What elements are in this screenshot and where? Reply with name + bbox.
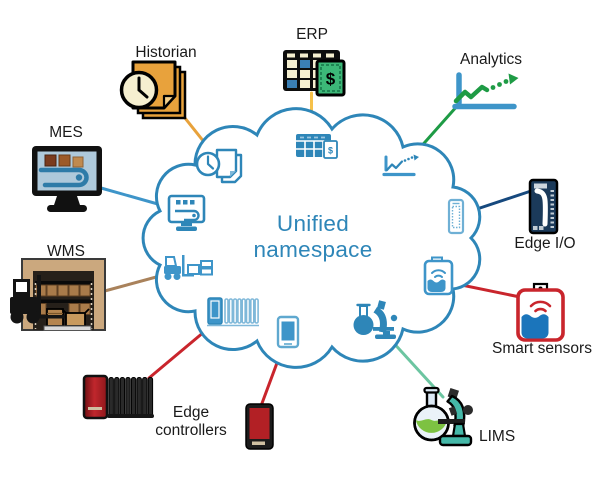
forklift-silhouette: [10, 275, 65, 324]
edge-io-terminals: [533, 190, 554, 230]
edge-controllers-label-line1: Edge: [173, 404, 209, 421]
cloud-title-line2: namespace: [253, 237, 372, 262]
lims-cloud-icon: [353, 300, 398, 339]
mes-icon: [32, 146, 102, 212]
cloud-title-line1: Unified: [277, 211, 349, 236]
smart-sensors-label: Smart sensors: [492, 340, 592, 357]
analytics-label: Analytics: [460, 51, 522, 68]
wms-label: WMS: [47, 243, 85, 260]
edge-controllers-rack-icon: [82, 374, 154, 420]
historian-label: Historian: [135, 44, 196, 61]
mes-cloud-icon: [167, 194, 206, 231]
wms-icon: [10, 258, 106, 331]
erp-cloud-dollar-glyph: $: [328, 146, 333, 156]
smart-sensors-icon: [516, 282, 565, 342]
edge-controller-icon: [245, 403, 274, 450]
historian-icon: [119, 60, 187, 120]
erp-dollar-glyph: $: [326, 70, 336, 89]
edge-controller-cloud-icon: [276, 315, 300, 349]
erp-cloud-icon: $: [296, 134, 338, 159]
lims-label: LIMS: [479, 428, 515, 445]
lims-icon: [413, 386, 473, 447]
edge-controllers-cloud-icon: [207, 297, 259, 327]
mes-label: MES: [49, 124, 83, 141]
edge-io-label: Edge I/O: [514, 235, 575, 252]
analytics-cloud-icon: [382, 154, 419, 177]
wms-cloud-icon: [164, 255, 213, 280]
analytics-icon: [452, 72, 519, 110]
historian-cloud-icon: [195, 148, 243, 184]
erp-icon: $: [283, 50, 346, 97]
rack-fins: [108, 377, 154, 417]
erp-label: ERP: [296, 26, 328, 43]
edge-io-icon: [528, 178, 559, 235]
edge-controllers-label-line2: controllers: [155, 422, 227, 439]
edge-io-cloud-icon: [447, 198, 465, 235]
smart-sensors-cloud-icon: [423, 256, 454, 296]
